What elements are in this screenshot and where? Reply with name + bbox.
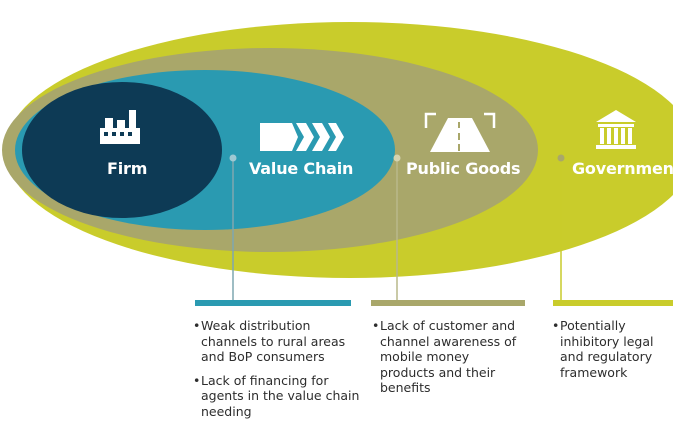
bullet-text: Lack of customer and channel awareness o… (380, 318, 517, 395)
value-chain-label: Value Chain (249, 159, 354, 178)
factory-icon (100, 110, 140, 144)
public-goods-label: Public Goods (406, 159, 521, 178)
government-label: Government (572, 159, 673, 178)
government-bullet-1: • Potentially inhibitory legal and regul… (552, 318, 670, 380)
chevrons-icon (260, 123, 344, 151)
government-connector-dot (557, 154, 565, 162)
value-chain-bullet-2: • Lack of financing for agents in the va… (193, 372, 361, 420)
value-chain-bar (195, 300, 351, 306)
bullet-dot: • (552, 318, 560, 333)
value-chain-connector-dot (229, 154, 237, 162)
bullet-dot: • (193, 318, 201, 333)
firm-label: Firm (107, 159, 148, 178)
value-chain-bullet-1: • Weak distribution channels to rural ar… (193, 318, 361, 365)
bullet-text: Potentially inhibitory legal and regulat… (560, 318, 654, 380)
public-goods-column: • Lack of customer and channel awareness… (372, 318, 525, 404)
road-icon (424, 112, 496, 152)
bullet-dot: • (372, 318, 380, 333)
bullet-dot: • (193, 372, 201, 388)
public-goods-connector-dot (393, 154, 401, 162)
firm-ellipse (22, 82, 222, 218)
bullet-text: Weak distribution channels to rural area… (201, 318, 346, 364)
public-goods-bullet-1: • Lack of customer and channel awareness… (372, 318, 525, 396)
value-chain-column: • Weak distribution channels to rural ar… (193, 318, 361, 427)
bullet-text: Lack of financing for agents in the valu… (201, 372, 360, 419)
government-building-icon (596, 110, 636, 149)
government-column: • Potentially inhibitory legal and regul… (552, 318, 670, 388)
government-bar (553, 300, 673, 306)
public-goods-bar (371, 300, 525, 306)
